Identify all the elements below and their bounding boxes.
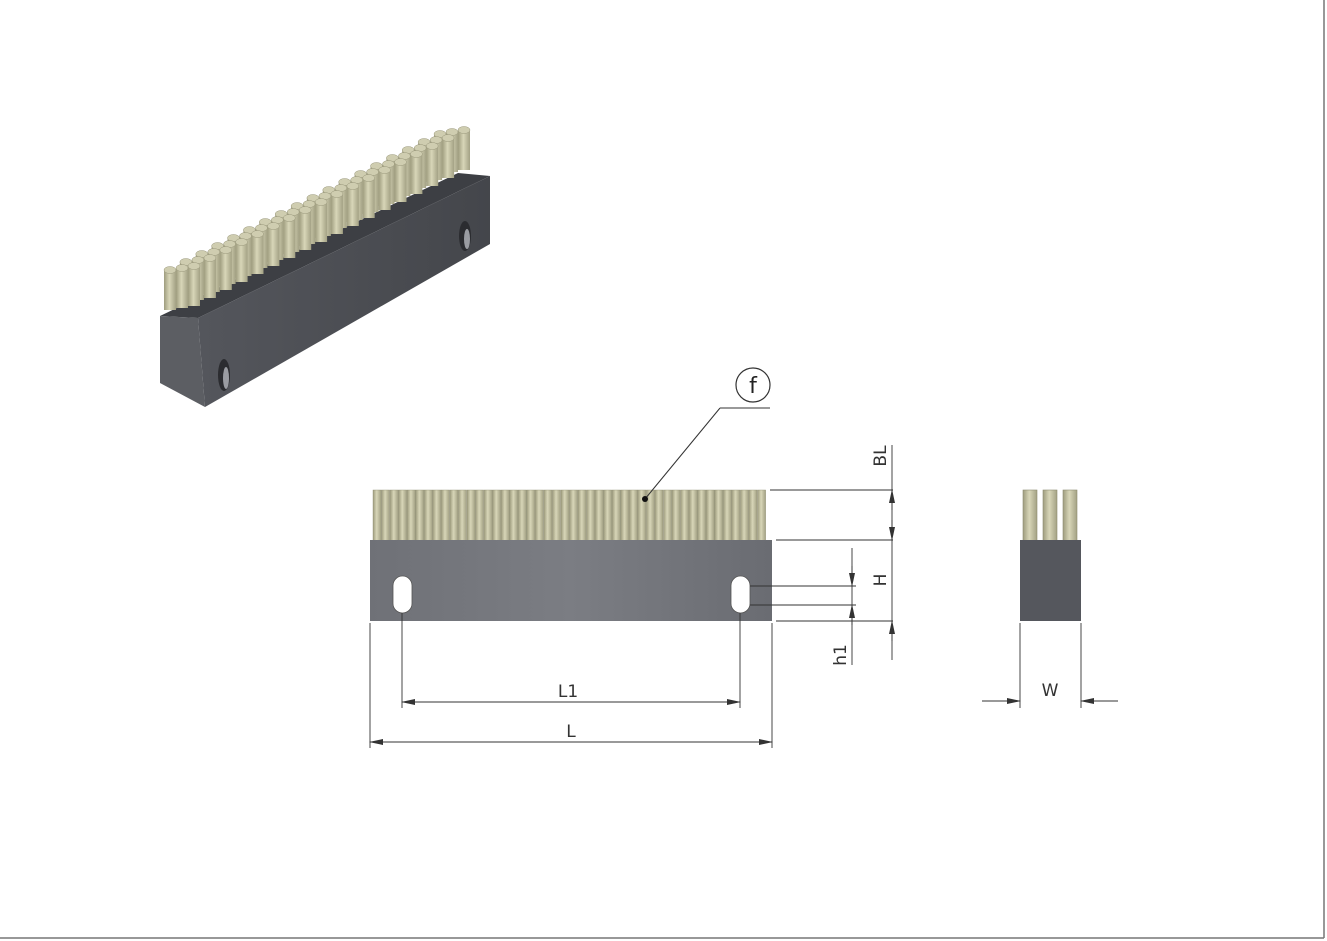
front-bristle [475, 489, 484, 542]
iso-bristle [457, 126, 471, 170]
front-bristle [432, 489, 442, 542]
front-bristle [603, 489, 613, 542]
iso-bristle [298, 206, 312, 250]
side-bristle-1 [1022, 489, 1038, 542]
front-bristle [466, 489, 476, 542]
iso-bristle [235, 238, 248, 282]
iso-bristle [330, 190, 344, 234]
dim-hole-height: h1 [831, 566, 855, 666]
front-bristle [415, 489, 425, 542]
front-bristle [731, 489, 741, 542]
front-bristle [577, 489, 587, 542]
front-bristle [654, 489, 664, 542]
iso-bristle [441, 134, 455, 178]
dim-label-h1: h1 [831, 644, 851, 666]
dim-label-l1: L1 [558, 682, 578, 702]
iso-bristle [267, 222, 280, 266]
front-bristle [680, 489, 689, 542]
iso-slot-right-inner [464, 229, 470, 249]
front-bristle [757, 489, 766, 542]
front-bristle [612, 489, 621, 542]
dim-label-w: W [1042, 681, 1059, 701]
front-bristle [594, 489, 604, 542]
iso-bristle [203, 254, 217, 298]
iso-bristle [410, 150, 423, 194]
front-bristle-field [372, 489, 766, 542]
front-bristle [518, 489, 527, 542]
side-bristle-2 [1042, 489, 1058, 542]
front-bristle [706, 489, 715, 542]
iso-bristle [163, 266, 177, 310]
dim-label-h: H [871, 574, 891, 587]
front-bristle [586, 489, 595, 542]
front-bristle [740, 489, 749, 542]
iso-bristle [187, 262, 201, 306]
front-bristle [492, 489, 501, 542]
side-body [1020, 540, 1081, 621]
iso-bristle [425, 142, 439, 186]
front-bristle [714, 489, 724, 542]
iso-bristle [346, 182, 360, 226]
side-view: W [982, 489, 1118, 708]
front-bristle [483, 489, 493, 542]
extension-lines [369, 445, 893, 748]
side-bristle-3 [1062, 489, 1078, 542]
callout-label: f [749, 374, 758, 399]
front-bristle [381, 489, 390, 542]
front-bristle [697, 489, 707, 542]
front-bristle [535, 489, 544, 542]
front-slot-right [730, 575, 751, 614]
front-bristle [449, 489, 459, 542]
iso-bristle [394, 158, 407, 202]
front-view: f BL H h [369, 367, 895, 748]
iso-bristle-field [163, 126, 471, 310]
front-bristle [663, 489, 672, 542]
front-bristle [748, 489, 758, 542]
front-slot-left [392, 575, 413, 614]
front-bristle [441, 489, 450, 542]
front-bristle [552, 489, 561, 542]
front-body [370, 540, 772, 621]
dim-width: W [982, 623, 1118, 708]
front-bristle [723, 489, 732, 542]
dim-height: H [871, 574, 895, 641]
dim-length: L [369, 722, 773, 745]
dim-label-l: L [566, 722, 576, 742]
front-bristle [671, 489, 681, 542]
dim-hole-spacing: L1 [401, 682, 741, 705]
front-bristle [543, 489, 553, 542]
dim-label-bl: BL [871, 445, 891, 467]
front-bristle [688, 489, 698, 542]
iso-bristle [251, 230, 264, 274]
iso-bristle [362, 174, 375, 218]
front-bristle [458, 489, 467, 542]
front-bristle [620, 489, 630, 542]
front-bristle [509, 489, 519, 542]
front-bristle [501, 489, 510, 542]
front-bristle [560, 489, 570, 542]
iso-bristle [219, 246, 233, 290]
front-bristle [389, 489, 399, 542]
front-bristle [398, 489, 407, 542]
front-bristle [569, 489, 578, 542]
isometric-view [160, 126, 490, 407]
callout-f: f [642, 367, 771, 502]
front-bristle [424, 489, 433, 542]
front-bristle [629, 489, 638, 542]
dim-bristle-length: BL [871, 445, 895, 541]
front-bristle [372, 489, 382, 542]
front-bristle [526, 489, 536, 542]
front-bristle [407, 489, 416, 542]
iso-bristle [378, 166, 391, 210]
iso-slot-left-inner [223, 367, 229, 389]
iso-bristle [314, 198, 328, 242]
iso-body-long-face [198, 176, 490, 407]
iso-bristle [283, 214, 296, 258]
iso-bristle [175, 264, 189, 308]
iso-body-front-face [160, 316, 205, 407]
